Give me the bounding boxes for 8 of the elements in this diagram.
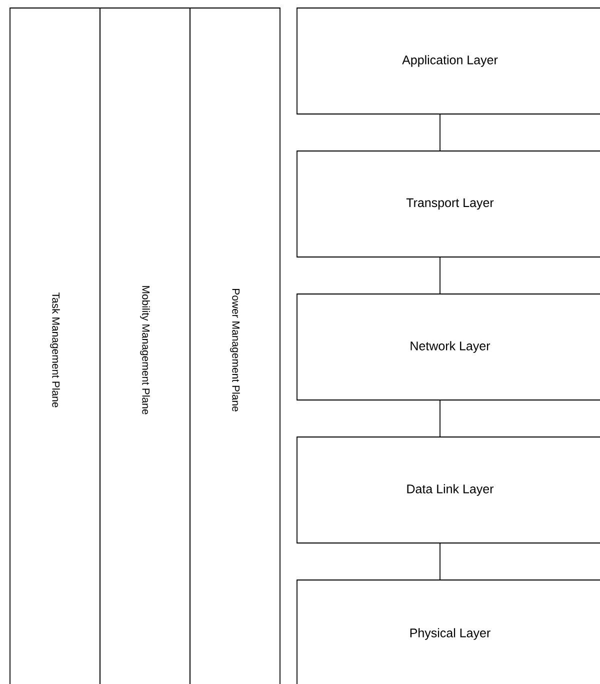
layer-box: Transport Layer <box>296 150 600 258</box>
plane-band: Mobility Management Plane <box>100 8 190 684</box>
layer-box: Network Layer <box>296 294 600 400</box>
plane-band: Task Management Plane <box>10 8 100 684</box>
layer-box: Data Link Layer <box>296 436 600 544</box>
layer-box: Physical Layer <box>296 580 600 684</box>
plane-band: Power Management Plane <box>190 8 280 684</box>
layer-box: Application Layer <box>296 8 600 114</box>
